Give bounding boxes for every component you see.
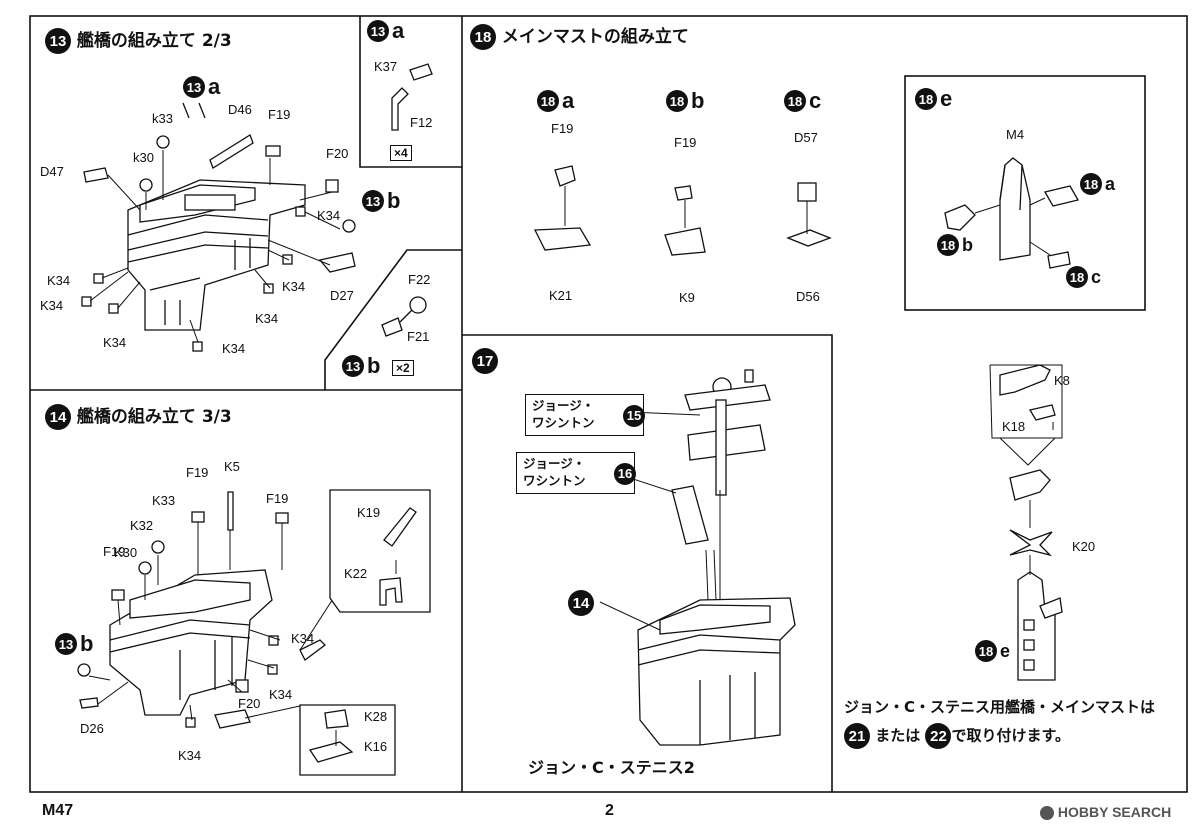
- part-label: K18: [1002, 419, 1026, 434]
- part-label: F20: [238, 696, 261, 711]
- part-label: K34: [269, 687, 293, 702]
- model-code: M47: [42, 802, 74, 819]
- step-number-badge: 13: [45, 28, 71, 54]
- part-label: F12: [410, 115, 433, 130]
- part-label: D27: [330, 288, 354, 303]
- step-18-title: 18 メインマストの組み立て: [470, 24, 689, 50]
- part-label: K34: [317, 208, 341, 223]
- part-label: F19: [674, 135, 697, 150]
- part-label: F19: [103, 544, 126, 559]
- part-label: K9: [679, 290, 695, 305]
- part-label: K34: [103, 335, 127, 350]
- part-label: K33: [152, 493, 176, 508]
- quantity-badge: ×4: [390, 145, 412, 161]
- ref-14: 14: [568, 590, 594, 616]
- part-label: K5: [224, 459, 240, 474]
- part-label: k33: [152, 111, 173, 126]
- step-14-title: 14 艦橋の組み立て 3/3: [45, 404, 232, 430]
- part-label: D56: [796, 289, 820, 304]
- part-label: F20: [326, 146, 349, 161]
- part-label: K32: [130, 518, 154, 533]
- part-label: D57: [794, 130, 818, 145]
- part-label: K34: [222, 341, 246, 356]
- part-label: D26: [80, 721, 104, 736]
- part-label: k30: [133, 150, 154, 165]
- bridge-assembly-14: [77, 491, 326, 729]
- page-frame: [29, 15, 1188, 793]
- part-label: D46: [228, 102, 252, 117]
- step-number-badge: 14: [45, 404, 71, 430]
- part-label: K20: [1072, 539, 1096, 554]
- part-label: F22: [408, 272, 431, 287]
- part-label: K34: [40, 298, 64, 313]
- part-label: K28: [364, 709, 388, 724]
- watermark-logo-icon: [1040, 806, 1054, 821]
- mast-exploded: [999, 364, 1063, 681]
- step-title-text: 艦橋の組み立て 3/3: [76, 407, 232, 427]
- part-label: K21: [549, 288, 573, 303]
- mast-and-bridge-17: [637, 369, 796, 746]
- step-title-text: 艦橋の組み立て 2/3: [76, 31, 232, 51]
- mast-18e: [944, 157, 1079, 269]
- part-label: F19: [268, 107, 291, 122]
- part-label: K30: [114, 545, 138, 560]
- part-label: K19: [357, 505, 381, 520]
- part-label: D47: [40, 164, 64, 179]
- part-label: K16: [364, 739, 388, 754]
- part-label: K37: [374, 59, 398, 74]
- callout-washington-15: ジョージ・ ワシントン 15: [525, 394, 645, 436]
- step-13-title: 13 艦橋の組み立て 2/3: [45, 28, 232, 54]
- part-label: K8: [1054, 373, 1070, 388]
- part-label: K34: [255, 311, 279, 326]
- step-title-text: メインマストの組み立て: [501, 27, 689, 47]
- part-label: M4: [1006, 127, 1025, 142]
- step-17-caption: ジョン・C・ステニス2: [528, 758, 695, 777]
- part-label: F21: [407, 329, 430, 344]
- watermark: HOBBY SEARCH: [1040, 804, 1171, 821]
- step-17-title: 17: [472, 348, 498, 374]
- part-label: K22: [344, 566, 368, 581]
- step-number-badge: 18: [470, 24, 496, 50]
- part-label: K34: [47, 273, 71, 288]
- bridge-assembly-13: [81, 102, 356, 352]
- part-label: F19: [551, 121, 574, 136]
- part-label: K34: [178, 748, 202, 763]
- quantity-badge: ×2: [392, 360, 414, 376]
- page-number: 2: [605, 802, 614, 819]
- part-label: K34: [282, 279, 306, 294]
- part-label: F19: [266, 491, 289, 506]
- part-label: F19: [186, 465, 209, 480]
- part-label: K34: [291, 631, 315, 646]
- callout-washington-16: ジョージ・ ワシントン 16: [516, 452, 636, 494]
